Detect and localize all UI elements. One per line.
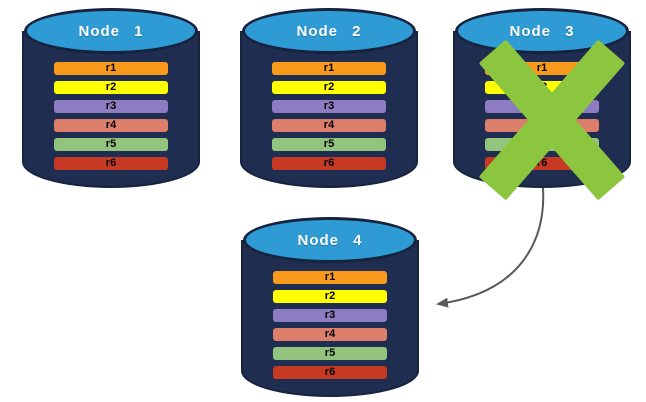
replica-row-r6: r6	[273, 366, 387, 379]
recovery-arrow	[436, 187, 545, 308]
replica-row-r4: r4	[54, 119, 168, 132]
replica-row-r5: r5	[273, 347, 387, 360]
replica-row-r1: r1	[272, 62, 386, 75]
replica-row-r2: r2	[272, 81, 386, 94]
replica-row-r1: r1	[273, 271, 387, 284]
replica-row-r5: r5	[272, 138, 386, 151]
node-3-cylinder-top: Node 3	[455, 8, 629, 54]
node-2-replica-rows: r1 r2 r3 r4 r5 r6	[272, 62, 386, 170]
node-1-cylinder-top: Node 1	[24, 8, 198, 54]
node-1: Node 1 r1 r2 r3 r4 r5 r6	[22, 8, 200, 188]
node-1-label: Node 1	[78, 22, 144, 40]
node-4-replica-rows: r1 r2 r3 r4 r5 r6	[273, 271, 387, 379]
replica-row-r3: r3	[273, 309, 387, 322]
node-1-replica-rows: r1 r2 r3 r4 r5 r6	[54, 62, 168, 170]
replica-row-r2: r2	[273, 290, 387, 303]
replica-row-r6: r6	[54, 157, 168, 170]
replica-row-r6: r6	[272, 157, 386, 170]
recovery-arrow-path	[436, 187, 545, 308]
node-4-label: Node 4	[297, 231, 363, 249]
replica-row-r4: r4	[273, 328, 387, 341]
node-2: Node 2 r1 r2 r3 r4 r5 r6	[240, 8, 418, 188]
node-4: Node 4 r1 r2 r3 r4 r5 r6	[241, 217, 419, 397]
node-2-cylinder-top: Node 2	[242, 8, 416, 54]
node-4-cylinder-top: Node 4	[243, 217, 417, 263]
replica-row-r2: r2	[54, 81, 168, 94]
replica-row-r3: r3	[54, 100, 168, 113]
replica-row-r4: r4	[272, 119, 386, 132]
node-3-label: Node 3	[509, 22, 575, 40]
replica-row-r5: r5	[54, 138, 168, 151]
replica-row-r1: r1	[54, 62, 168, 75]
node-2-label: Node 2	[296, 22, 362, 40]
replica-row-r3: r3	[272, 100, 386, 113]
failure-x-icon	[478, 39, 626, 201]
